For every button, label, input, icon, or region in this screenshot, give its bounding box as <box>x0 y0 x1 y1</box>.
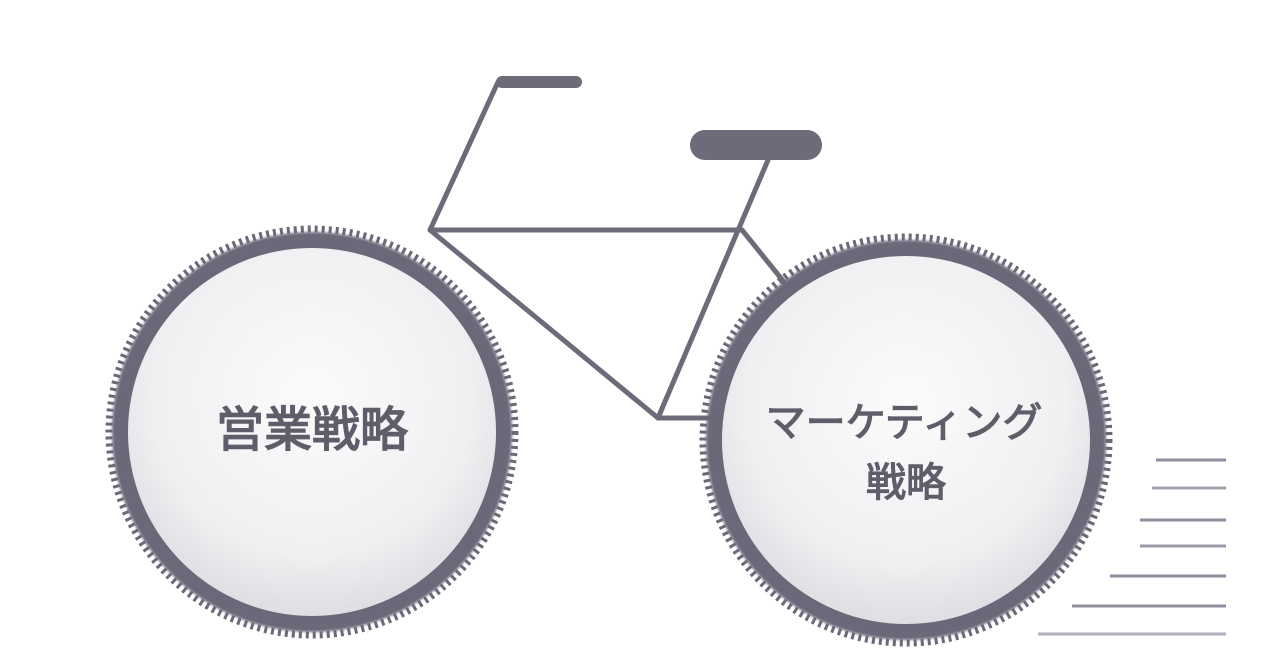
front-tire-tread <box>699 233 1113 647</box>
rear-wheel: 営業戦略 <box>105 225 519 639</box>
rear-tire-tread <box>105 225 519 639</box>
seat-stay <box>739 227 787 285</box>
seat-tube <box>655 157 771 421</box>
bicycle-frame <box>427 76 787 421</box>
saddle <box>690 130 822 160</box>
front-wheel: マーケティング 戦略 <box>699 233 1113 647</box>
speed-lines <box>1038 458 1226 636</box>
head-tube <box>427 79 501 233</box>
rear-wheel-label: 営業戦略 <box>216 402 409 458</box>
down-tube <box>427 227 661 421</box>
front-wheel-label-line1: マーケティング <box>766 400 1043 446</box>
front-wheel-label-line2: 戦略 <box>866 460 947 506</box>
